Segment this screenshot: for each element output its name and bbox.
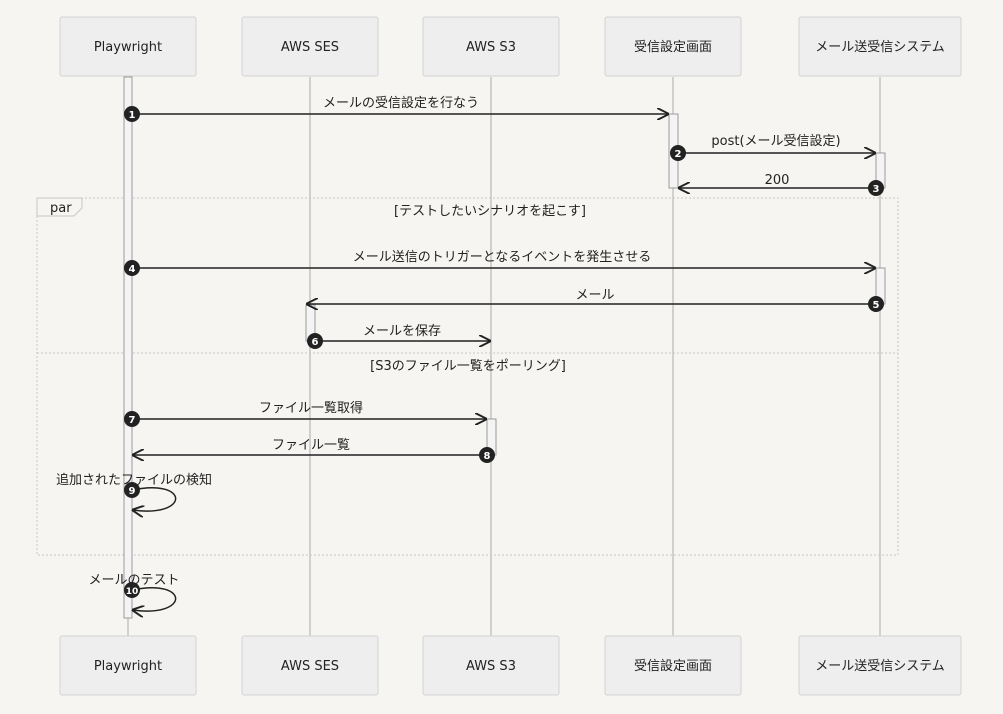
message-8: ファイル一覧 8 — [133, 437, 495, 463]
message-10-number: 10 — [126, 587, 139, 597]
message-2-number: 2 — [675, 149, 682, 160]
actor-bottom-playwright: Playwright — [59, 635, 197, 696]
activation-playwright — [123, 76, 133, 619]
message-1: メールの受信設定を行なう 1 — [124, 95, 668, 122]
message-5-label: メール — [575, 288, 614, 303]
message-9-label: 追加されたファイルの検知 — [56, 472, 212, 488]
message-4-number-badge — [124, 260, 140, 276]
message-4-number: 4 — [129, 264, 136, 275]
message-6-number: 6 — [312, 337, 319, 348]
message-1-number: 1 — [129, 110, 136, 121]
actor-top-aws-ses: AWS SES — [241, 16, 379, 77]
actor-top-playwright: Playwright — [59, 16, 197, 77]
actor-top-playwright-label: Playwright — [94, 40, 162, 55]
message-7-label: ファイル一覧取得 — [259, 400, 363, 416]
actor-top-aws-s3: AWS S3 — [422, 16, 560, 77]
actor-bottom-receive-settings-screen: 受信設定画面 — [604, 635, 742, 696]
actor-bottom-aws-s3-label: AWS S3 — [466, 659, 516, 674]
message-5-number: 5 — [873, 300, 880, 311]
actor-top-aws-s3-label: AWS S3 — [466, 40, 516, 55]
actor-top-aws-ses-label: AWS SES — [281, 40, 339, 55]
par-keyword: par — [50, 201, 72, 216]
message-3-number-badge — [868, 180, 884, 196]
message-6-number-badge — [307, 333, 323, 349]
message-10-label: メールのテスト — [88, 573, 179, 588]
actor-top-receive-settings-screen: 受信設定画面 — [604, 16, 742, 77]
message-5: メール 5 — [307, 288, 884, 312]
actor-bottom-playwright-label: Playwright — [94, 659, 162, 674]
message-5-number-badge — [868, 296, 884, 312]
message-10-number-badge — [124, 582, 140, 598]
message-3-label: 200 — [765, 173, 790, 188]
message-7-number: 7 — [129, 415, 136, 426]
par-section-2-label: [S3のファイル一覧をポーリング] — [370, 358, 566, 374]
message-3: 200 3 — [679, 173, 884, 196]
actor-bottom-aws-ses: AWS SES — [241, 635, 379, 696]
message-2-number-badge — [670, 145, 686, 161]
message-7-number-badge — [124, 411, 140, 427]
message-8-number: 8 — [484, 451, 491, 462]
message-8-label: ファイル一覧 — [272, 437, 350, 453]
actor-bottom-receive-settings-screen-label: 受信設定画面 — [634, 658, 712, 674]
message-2-label: post(メール受信設定) — [711, 133, 840, 149]
message-9-self: 追加されたファイルの検知 9 — [56, 472, 212, 511]
actor-bottom-aws-ses-label: AWS SES — [281, 659, 339, 674]
message-9-number: 9 — [129, 486, 136, 497]
message-1-label: メールの受信設定を行なう — [323, 95, 479, 111]
actor-bottom-mail-system-label: メール送受信システム — [815, 659, 945, 674]
message-4: メール送信のトリガーとなるイベントを発生させる 4 — [124, 250, 875, 276]
actor-top-mail-system: メール送受信システム — [798, 16, 962, 77]
message-6: メールを保存 6 — [307, 324, 490, 349]
message-2: post(メール受信設定) 2 — [670, 133, 875, 161]
actor-bottom-aws-s3: AWS S3 — [422, 635, 560, 696]
par-section-1-label: [テストしたいシナリオを起こす] — [394, 204, 586, 219]
message-8-number-badge — [479, 447, 495, 463]
message-4-label: メール送信のトリガーとなるイベントを発生させる — [353, 250, 652, 265]
message-10-self: メールのテスト 10 — [88, 573, 180, 611]
actor-bottom-mail-system: メール送受信システム — [798, 635, 962, 696]
par-frame: par [テストしたいシナリオを起こす] [S3のファイル一覧をポーリング] — [36, 197, 899, 556]
message-7: ファイル一覧取得 7 — [124, 400, 486, 427]
message-6-label: メールを保存 — [363, 324, 441, 339]
message-1-number-badge — [124, 106, 140, 122]
actor-top-mail-system-label: メール送受信システム — [815, 40, 945, 55]
message-3-number: 3 — [873, 184, 880, 195]
actor-top-receive-settings-screen-label: 受信設定画面 — [634, 39, 712, 55]
message-9-number-badge — [124, 482, 140, 498]
